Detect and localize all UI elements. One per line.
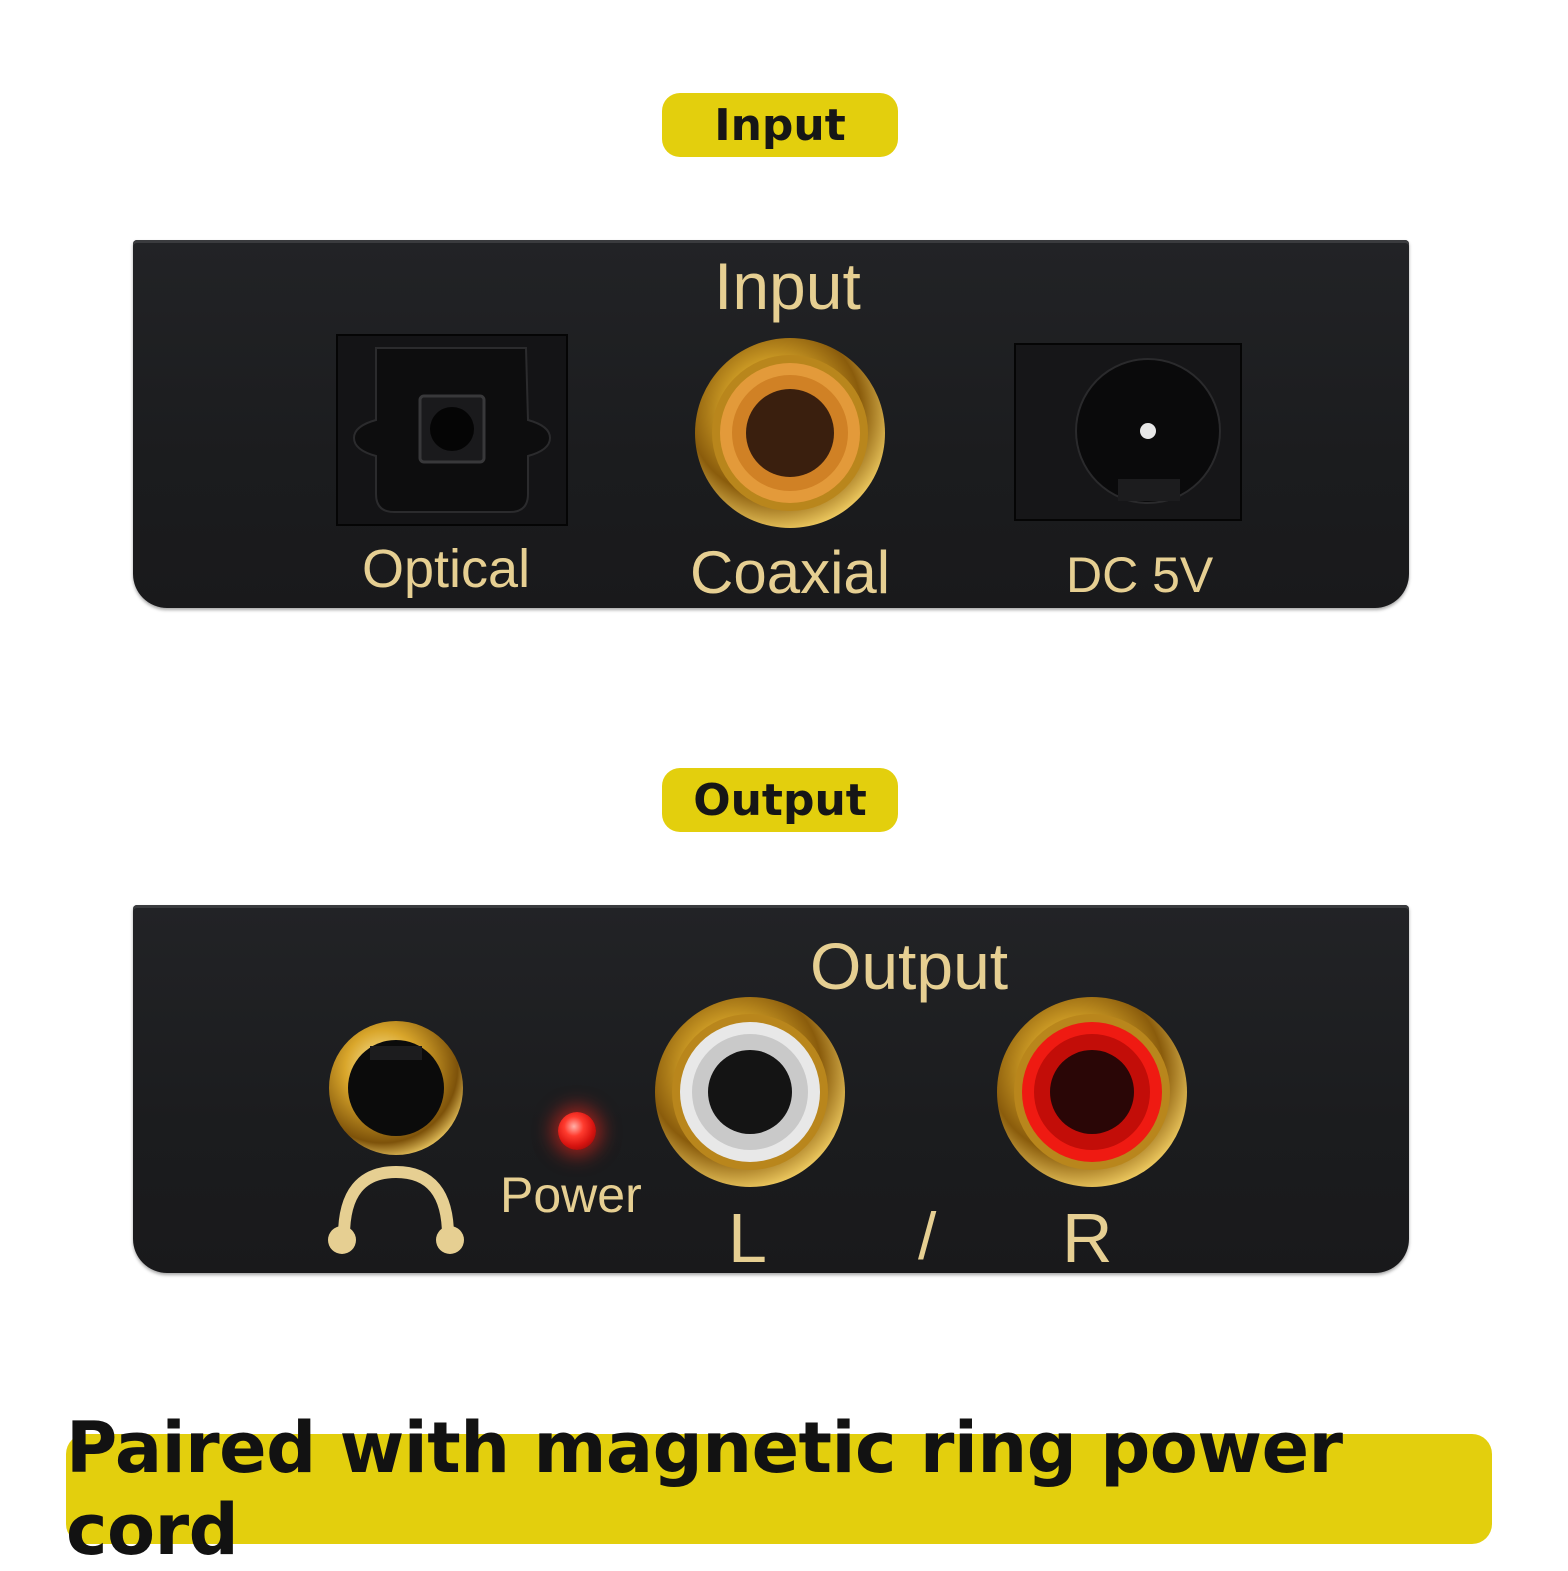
rca-left-white-jack (655, 997, 845, 1187)
coaxial-jack (695, 338, 885, 528)
headphone-jack (329, 1021, 463, 1155)
input-panel-title: Input (714, 249, 861, 323)
input-section-label: Input (662, 93, 898, 157)
output-panel-title: Output (810, 929, 1009, 1003)
left-channel-label: L (728, 1199, 767, 1277)
channel-separator: / (918, 1199, 937, 1273)
dc-power-port (1014, 343, 1242, 521)
power-label: Power (500, 1167, 642, 1223)
right-channel-label: R (1062, 1199, 1113, 1277)
output-section-label: Output (662, 768, 898, 832)
headphone-icon (328, 1165, 464, 1254)
optical-port (336, 334, 568, 526)
feature-banner: Paired with magnetic ring power cord (66, 1407, 1492, 1571)
optical-label: Optical (362, 539, 531, 599)
rca-right-red-jack (997, 997, 1187, 1187)
dc-label: DC 5V (1066, 547, 1214, 603)
power-led (558, 1112, 596, 1150)
coaxial-label: Coaxial (690, 539, 891, 606)
